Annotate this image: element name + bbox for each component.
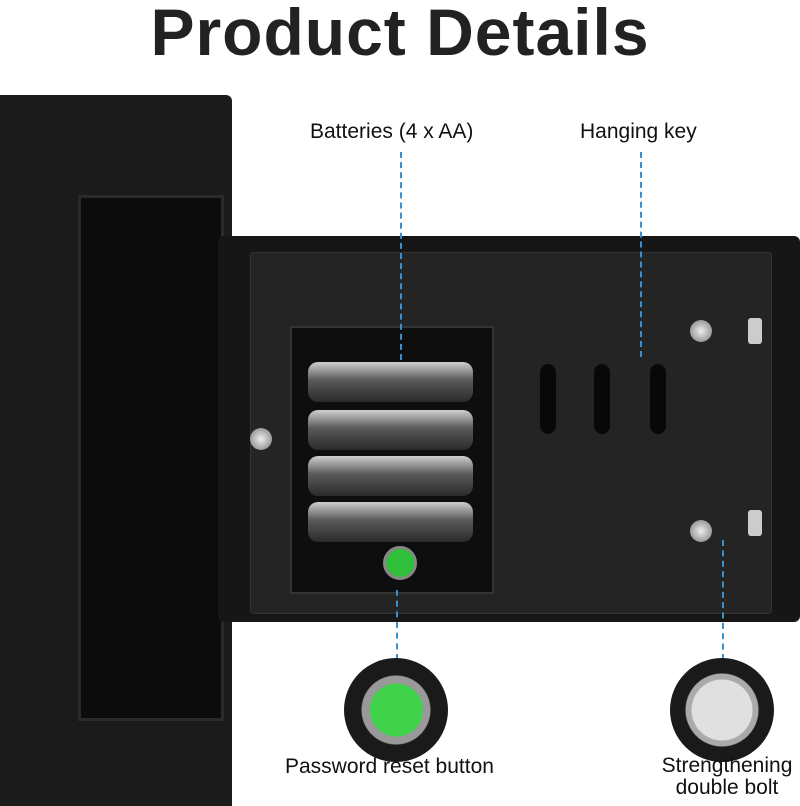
reset-button-label: Password reset button	[285, 755, 494, 778]
battery	[308, 456, 473, 496]
callout-line	[722, 540, 724, 660]
batteries-label: Batteries (4 x AA)	[310, 120, 474, 143]
page-title: Product Details	[150, 0, 650, 69]
callout-line	[640, 152, 642, 357]
battery	[308, 410, 473, 450]
key-hook	[650, 364, 666, 434]
bolt	[748, 510, 762, 536]
battery	[308, 362, 473, 402]
reset-button-closeup	[344, 658, 448, 762]
bolt-closeup	[670, 658, 774, 762]
battery	[308, 502, 473, 542]
key-hook	[594, 364, 610, 434]
key-hook	[540, 364, 556, 434]
reset-button[interactable]	[383, 546, 417, 580]
safe-interior	[78, 195, 224, 721]
screw-icon	[690, 520, 712, 542]
bolt-label-line1: Strengthening	[661, 754, 793, 777]
callout-line	[400, 152, 402, 360]
callout-line	[396, 590, 398, 660]
bolt-label: Strengthening double bolt	[652, 755, 800, 799]
screw-icon	[250, 428, 272, 450]
hanging-key-label: Hanging key	[580, 120, 697, 143]
bolt	[748, 318, 762, 344]
screw-icon	[690, 320, 712, 342]
bolt-label-line2: double bolt	[675, 776, 779, 799]
